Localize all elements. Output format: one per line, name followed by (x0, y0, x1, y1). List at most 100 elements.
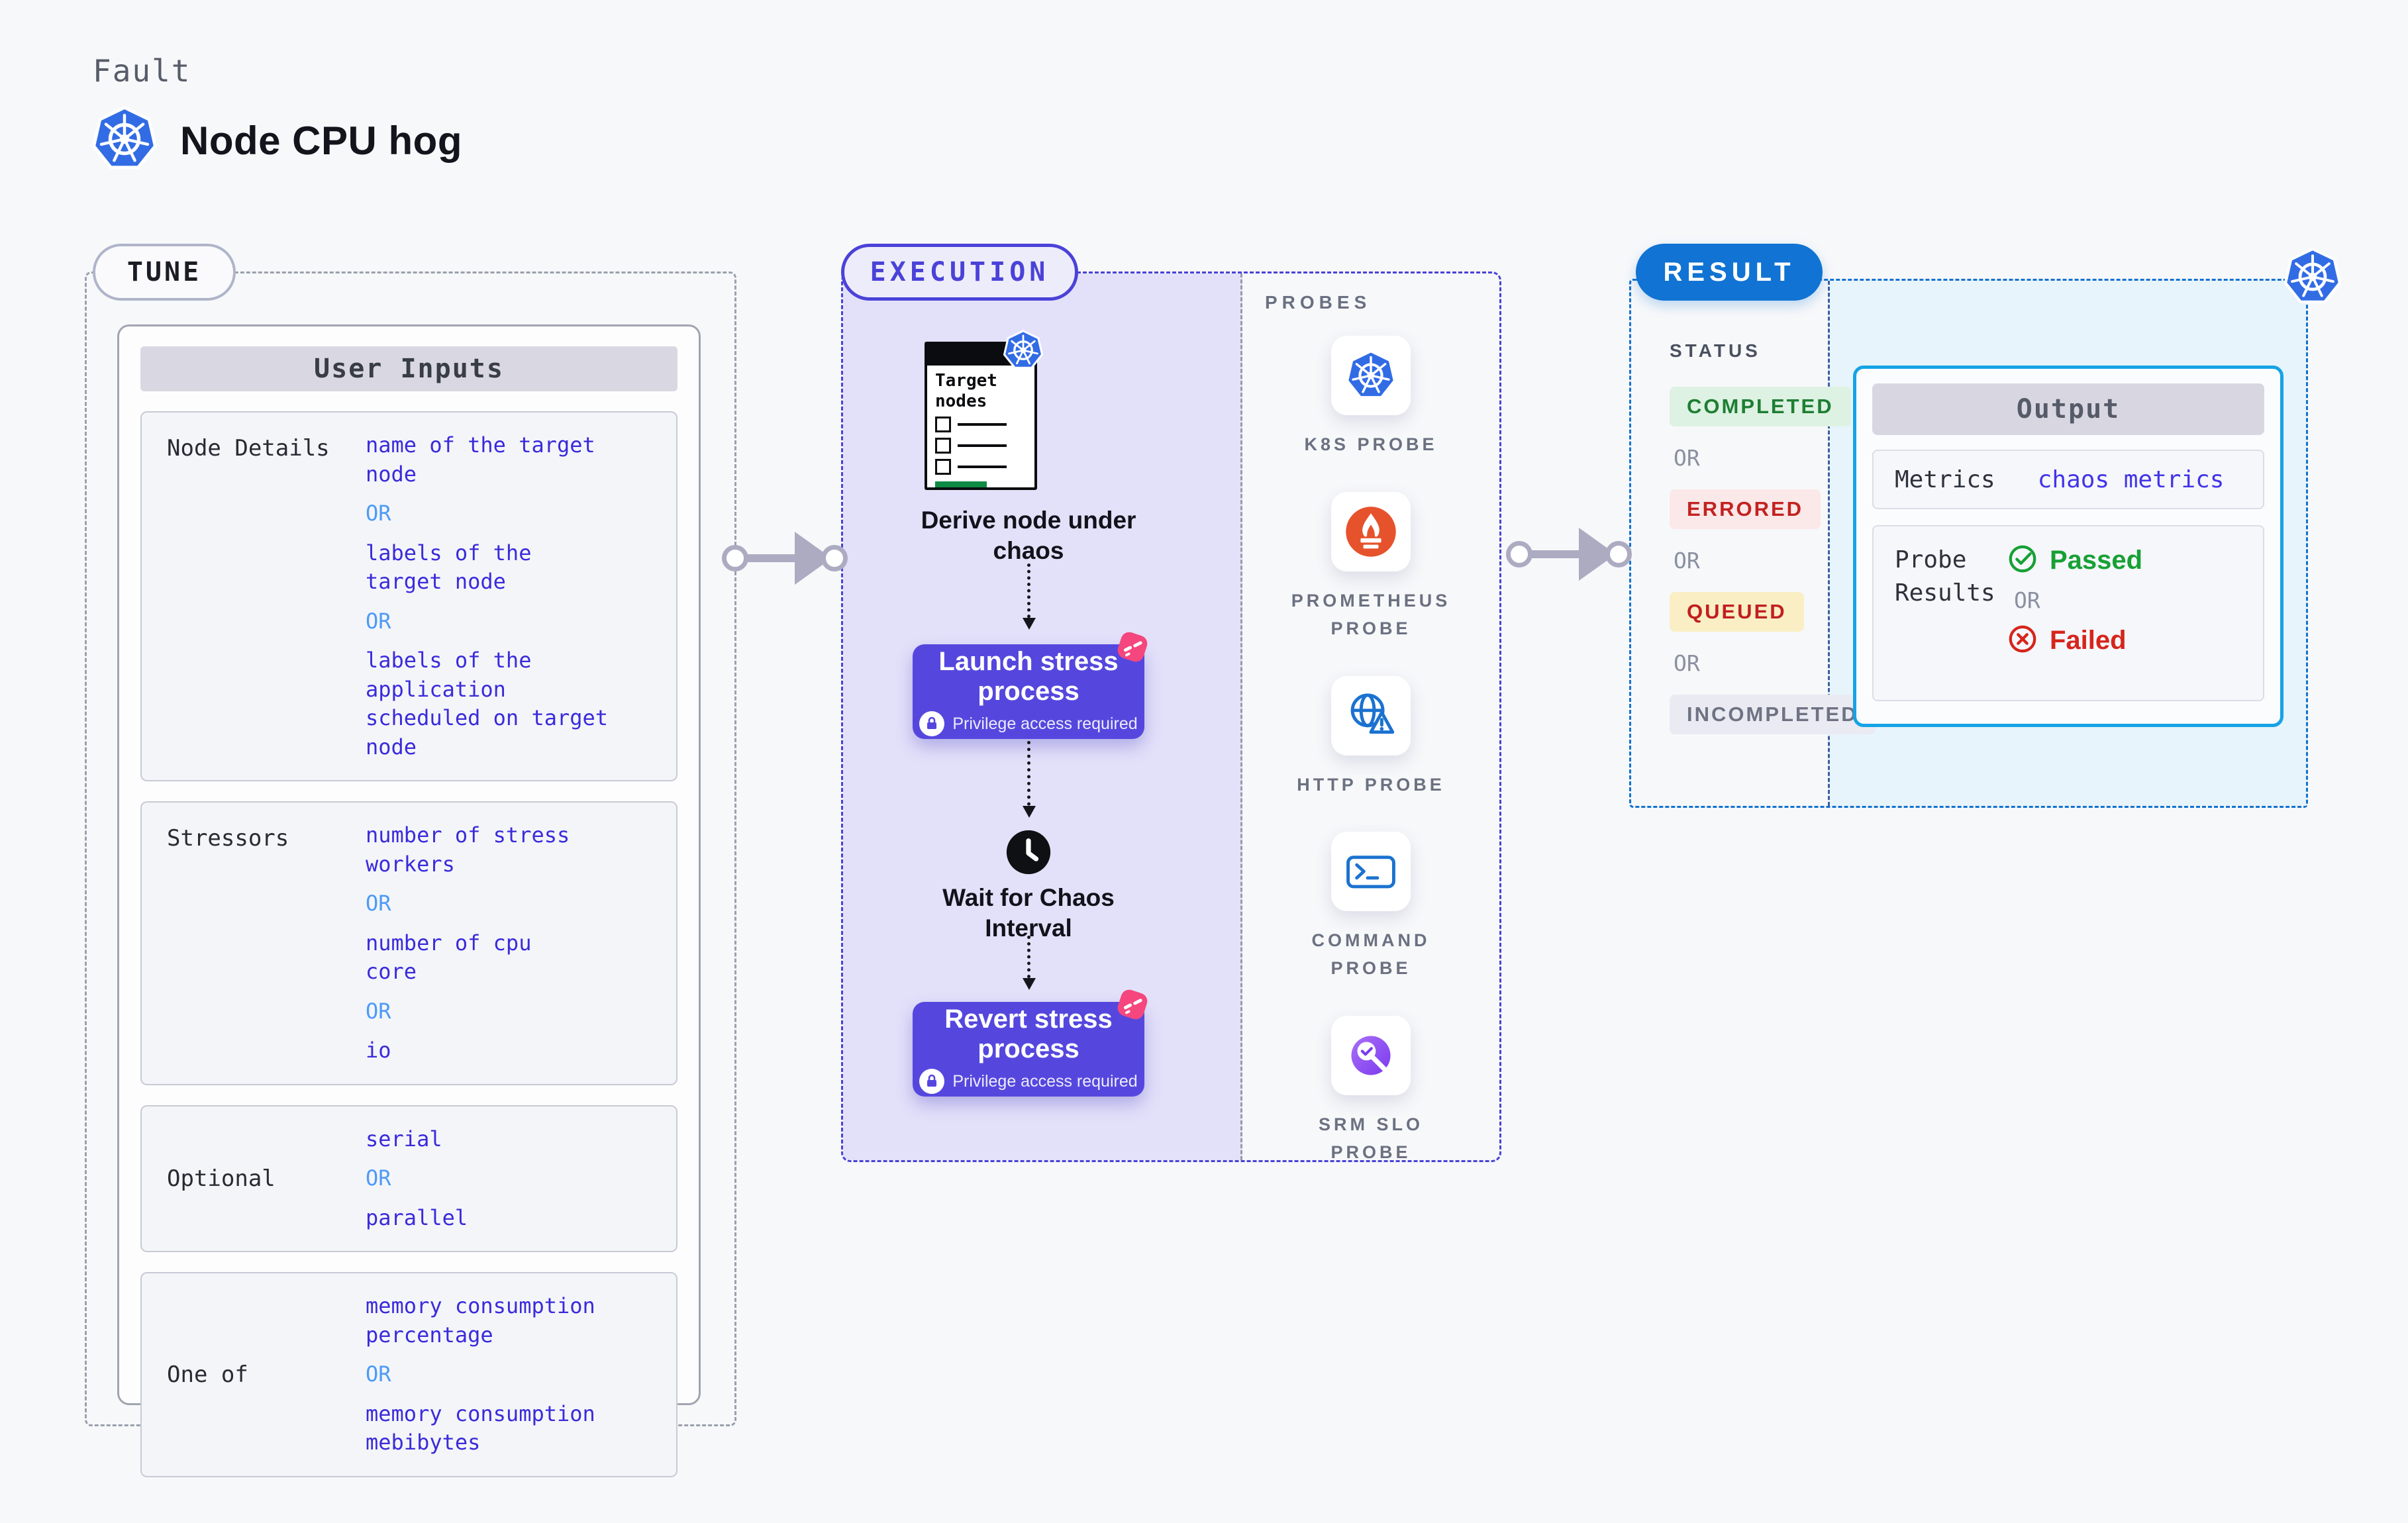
arrow-end-dot (821, 545, 848, 571)
probe-item-prometheus: PROMETHEUS PROBE (1288, 491, 1454, 643)
probe-label: COMMAND PROBE (1311, 930, 1430, 979)
green-action-bar (935, 481, 987, 487)
launch-step-label: Launch stress process (938, 646, 1119, 706)
or-separator: OR (2014, 587, 2040, 613)
or-separator: OR (366, 608, 391, 634)
page-title-row: Node CPU hog (90, 105, 462, 176)
probe-item-command: COMMAND PROBE (1288, 832, 1454, 983)
input-row-options: serial OR parallel (366, 1125, 670, 1233)
input-option: labels of the application scheduled on t… (366, 648, 609, 760)
input-option: number of cpu core (366, 930, 532, 985)
kubernetes-icon (2282, 246, 2343, 310)
status-column: STATUS COMPLETED OR ERRORED OR QUEUED OR… (1670, 340, 1876, 734)
revert-step-label: Revert stress process (944, 1004, 1113, 1063)
node-line (958, 444, 1007, 448)
input-option: serial (366, 1126, 442, 1152)
input-row-label: One of (167, 1361, 248, 1389)
probe-label: PROMETHEUS PROBE (1291, 590, 1451, 638)
fault-eyebrow-label: Fault (93, 53, 191, 89)
probes-panel: PROBES K8S PROBE PROMETHEUS PROBE HTTP P… (1240, 273, 1499, 1162)
or-separator: OR (366, 891, 391, 916)
arrow-shaft (1529, 550, 1583, 558)
input-option: name of the target node (366, 432, 595, 487)
input-row-options: name of the target node OR labels of the… (366, 431, 670, 762)
status-badge-errored: ERRORED (1670, 489, 1821, 529)
probe-label: K8S PROBE (1304, 434, 1438, 454)
input-option: parallel (366, 1204, 468, 1230)
chaos-spark-icon (1113, 985, 1152, 1024)
or-separator: OR (1674, 445, 1700, 471)
tune-badge: TUNE (93, 244, 236, 301)
input-option: memory consumption mebibytes (366, 1400, 595, 1455)
user-inputs-card: User Inputs Node Details name of the tar… (117, 324, 701, 1477)
input-row-stressors: Stressors number of stress workers OR nu… (140, 801, 677, 1085)
page-title: Node CPU hog (180, 118, 462, 163)
http-globe-icon (1331, 675, 1411, 756)
dotted-arrow-connector (1023, 564, 1036, 630)
or-separator: OR (366, 998, 391, 1024)
result-section-box: STATUS COMPLETED OR ERRORED OR QUEUED OR… (1629, 279, 2308, 808)
passed-line: Passed (2007, 544, 2142, 577)
input-row-label: Stressors (167, 825, 289, 852)
input-option: labels of the target node (366, 540, 532, 595)
failed-label: Failed (2050, 625, 2127, 655)
arrow-shaft (744, 554, 799, 562)
input-row-one-of: One of memory consumption percentage OR … (140, 1272, 677, 1477)
kubernetes-icon (1330, 336, 1411, 415)
dotted-arrow-connector (1023, 936, 1036, 990)
input-row-options: memory consumption percentage OR memory … (366, 1292, 670, 1457)
kubernetes-icon (1002, 329, 1044, 374)
status-title: STATUS (1670, 340, 1761, 361)
passed-label: Passed (2050, 545, 2143, 575)
probe-results-values: Passed OR Failed (2007, 544, 2142, 683)
or-separator: OR (366, 501, 391, 526)
checkbox-icon (935, 459, 951, 475)
or-separator: OR (366, 1361, 391, 1387)
target-card-title: Target nodes (935, 371, 997, 411)
revert-stress-process-node: Revert stress process Privilege access r… (913, 1002, 1144, 1097)
target-node-row (935, 438, 1027, 454)
metrics-label: Metrics (1895, 466, 1995, 493)
probe-item-http: HTTP PROBE (1297, 675, 1445, 799)
target-node-row (935, 459, 1027, 475)
result-badge: RESULT (1636, 244, 1823, 301)
arrow-execution-to-result (1506, 526, 1632, 583)
execution-badge: EXECUTION (841, 244, 1078, 301)
input-row-optional: Optional serial OR parallel (140, 1105, 677, 1253)
output-header: Output (1872, 383, 2264, 435)
arrow-end-dot (1605, 541, 1632, 567)
probe-results-label: Probe Results (1895, 546, 1995, 607)
input-option: memory consumption percentage (366, 1293, 595, 1348)
arrow-tune-to-execution (722, 530, 848, 587)
input-row-node-details: Node Details name of the target node OR … (140, 411, 677, 782)
lock-icon (919, 1069, 945, 1095)
user-inputs-header: User Inputs (140, 346, 677, 391)
failed-line: Failed (2007, 624, 2142, 657)
privilege-note: Privilege access required (952, 714, 1138, 733)
launch-stress-process-node: Launch stress process Privilege access r… (913, 644, 1144, 739)
metrics-row: Metrics chaos metrics (1872, 450, 2264, 509)
status-badge-queued: QUEUED (1670, 592, 1804, 632)
or-separator: OR (1674, 548, 1700, 573)
probes-title: PROBES (1265, 292, 1372, 313)
probe-label: SRM SLO PROBE (1318, 1114, 1423, 1162)
status-badge-incompleted: INCOMPLETED (1670, 695, 1876, 734)
node-line (958, 423, 1007, 426)
probe-results-row: Probe Results Passed OR Failed (1872, 525, 2264, 701)
checkbox-icon (935, 438, 951, 454)
prometheus-icon (1331, 491, 1411, 571)
input-row-options: number of stress workers OR number of cp… (366, 821, 670, 1065)
node-line (958, 466, 1007, 469)
probe-item-k8s: K8S PROBE (1304, 336, 1437, 459)
privilege-note: Privilege access required (952, 1071, 1138, 1091)
arrow-start-dot (722, 545, 748, 571)
metrics-value: chaos metrics (2037, 466, 2225, 493)
command-terminal-icon (1331, 832, 1411, 912)
or-separator: OR (366, 1165, 391, 1191)
clock-icon (1005, 828, 1052, 876)
kubernetes-icon (90, 105, 159, 176)
input-option: number of stress workers (366, 822, 570, 877)
lock-icon (919, 711, 945, 737)
probe-label: HTTP PROBE (1297, 774, 1445, 795)
